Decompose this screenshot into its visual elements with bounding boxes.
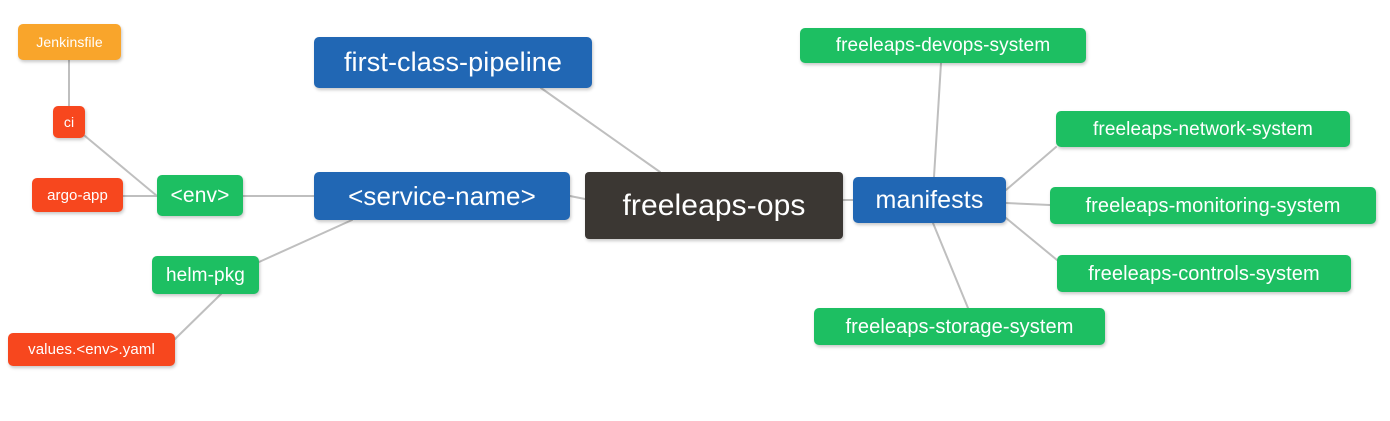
node-label: Jenkinsfile	[36, 34, 103, 50]
node-label: first-class-pipeline	[343, 47, 563, 77]
node-freeleaps-ops[interactable]: freeleaps-ops	[585, 172, 843, 239]
node-first-class-pipeline[interactable]: first-class-pipeline	[314, 37, 592, 88]
node-manifests[interactable]: manifests	[853, 177, 1006, 223]
node-jenkinsfile[interactable]: Jenkinsfile	[18, 24, 121, 60]
node-label: freeleaps-monitoring-system	[1085, 194, 1341, 217]
node-label: manifests	[875, 185, 984, 214]
node-label: values.<env>.yaml	[28, 341, 155, 358]
node-label: freeleaps-ops	[622, 188, 806, 222]
node-label: freeleaps-network-system	[1093, 118, 1313, 140]
node-label: <env>	[170, 184, 230, 207]
node-label: freeleaps-devops-system	[835, 35, 1051, 56]
node-freeleaps-monitoring-system[interactable]: freeleaps-monitoring-system	[1050, 187, 1376, 224]
node-label: argo-app	[47, 186, 108, 204]
edge-manifests-to-freeleaps-storage-system	[932, 222, 969, 309]
node-label: helm-pkg	[166, 264, 245, 286]
node-label: <service-name>	[348, 181, 536, 211]
node-freeleaps-controls-system[interactable]: freeleaps-controls-system	[1057, 255, 1351, 292]
node-freeleaps-devops-system[interactable]: freeleaps-devops-system	[800, 28, 1086, 63]
node-helm-pkg[interactable]: helm-pkg	[152, 256, 259, 294]
edge-manifests-to-freeleaps-network-system	[1005, 146, 1057, 191]
node-label: ci	[63, 114, 75, 130]
edge-helm-pkg-to-service-name	[258, 219, 353, 263]
edge-manifests-to-freeleaps-devops-system	[933, 62, 942, 178]
edge-manifests-to-freeleaps-monitoring-system	[1005, 202, 1051, 206]
node-freeleaps-storage-system[interactable]: freeleaps-storage-system	[814, 308, 1105, 345]
node-freeleaps-network-system[interactable]: freeleaps-network-system	[1056, 111, 1350, 147]
node-argo-app[interactable]: argo-app	[32, 178, 123, 212]
edge-values-yaml-to-helm-pkg	[174, 293, 222, 340]
node-label: freeleaps-controls-system	[1088, 262, 1320, 285]
edge-manifests-to-freeleaps-controls-system	[1005, 217, 1058, 261]
node-label: freeleaps-storage-system	[845, 315, 1074, 338]
node-service-name[interactable]: <service-name>	[314, 172, 570, 220]
node-env[interactable]: <env>	[157, 175, 243, 216]
node-ci[interactable]: ci	[53, 106, 85, 138]
edge-service-name-to-freeleaps-ops	[569, 195, 586, 200]
node-values-yaml[interactable]: values.<env>.yaml	[8, 333, 175, 366]
edge-first-class-pipeline-to-freeleaps-ops	[540, 87, 661, 173]
